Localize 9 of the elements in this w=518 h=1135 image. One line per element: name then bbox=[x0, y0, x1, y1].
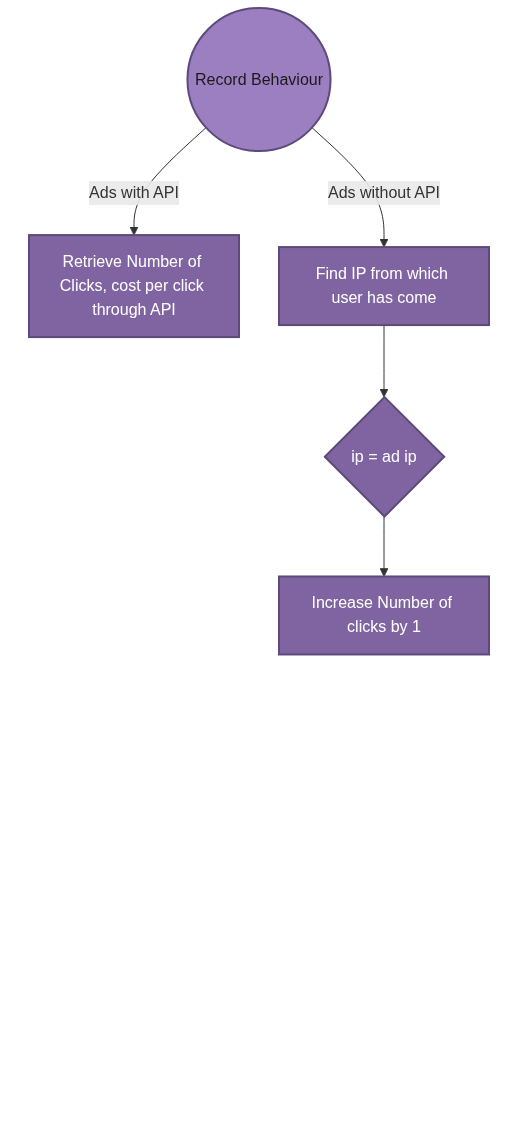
edge-label: Ads with API bbox=[89, 184, 179, 202]
arrow bbox=[379, 324, 389, 398]
arrow bbox=[379, 515, 389, 577]
node-box: Retrieve Number of Clicks, cost per click through API bbox=[28, 234, 240, 339]
node-box: Increase Number of clicks by 1 bbox=[278, 575, 490, 656]
node-box: Find IP from which user has come bbox=[278, 246, 490, 327]
node-circle: Record Behaviour bbox=[186, 7, 332, 153]
edge-label: Ads without API bbox=[327, 184, 441, 202]
node-diamond: ip = ad ip bbox=[323, 395, 446, 518]
